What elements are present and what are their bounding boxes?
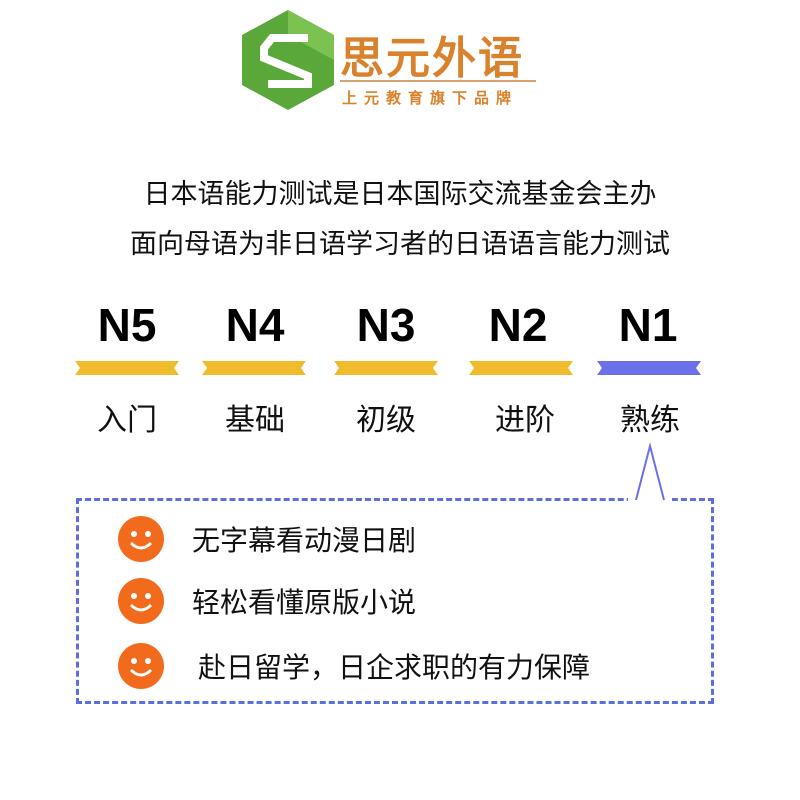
level-label: 初级	[356, 403, 416, 438]
logo-tagline: 上元教育旗下品牌	[342, 89, 519, 107]
level-code: N3	[356, 299, 416, 351]
ribbon	[469, 361, 573, 375]
level-label: 进阶	[495, 403, 555, 438]
intro-line-2: 面向母语为非日语学习者的日语语言能力测试	[130, 229, 670, 260]
level-label: 熟练	[620, 403, 680, 438]
level-label: 基础	[225, 403, 285, 438]
intro-line-1: 日本语能力测试是日本国际交流基金会主办	[143, 179, 657, 210]
level-code: N1	[618, 299, 678, 351]
benefit-item: 赴日留学，日企求职的有力保障	[118, 643, 590, 689]
smiley-icon	[118, 578, 164, 624]
benefit-text: 赴日留学，日企求职的有力保障	[198, 651, 591, 684]
benefit-text: 无字幕看动漫日剧	[192, 524, 417, 557]
level-code: N5	[97, 299, 157, 351]
smiley-icon	[118, 516, 164, 562]
benefit-text: 轻松看懂原版小说	[192, 586, 417, 619]
level-code: N4	[225, 299, 285, 351]
logo-divider	[340, 80, 536, 82]
logo-name: 思元外语	[340, 33, 524, 84]
level-label: 入门	[97, 403, 157, 438]
benefit-item: 轻松看懂原版小说	[118, 578, 416, 624]
ribbon-active	[597, 361, 701, 375]
level-code: N2	[488, 299, 548, 351]
benefits-box	[76, 498, 714, 704]
logo-s-icon	[242, 10, 334, 110]
callout-pointer	[628, 442, 672, 502]
ribbon	[334, 361, 438, 375]
benefit-item: 无字幕看动漫日剧	[118, 516, 416, 562]
smiley-icon	[118, 643, 164, 689]
ribbon	[75, 361, 179, 375]
ribbon	[202, 361, 306, 375]
